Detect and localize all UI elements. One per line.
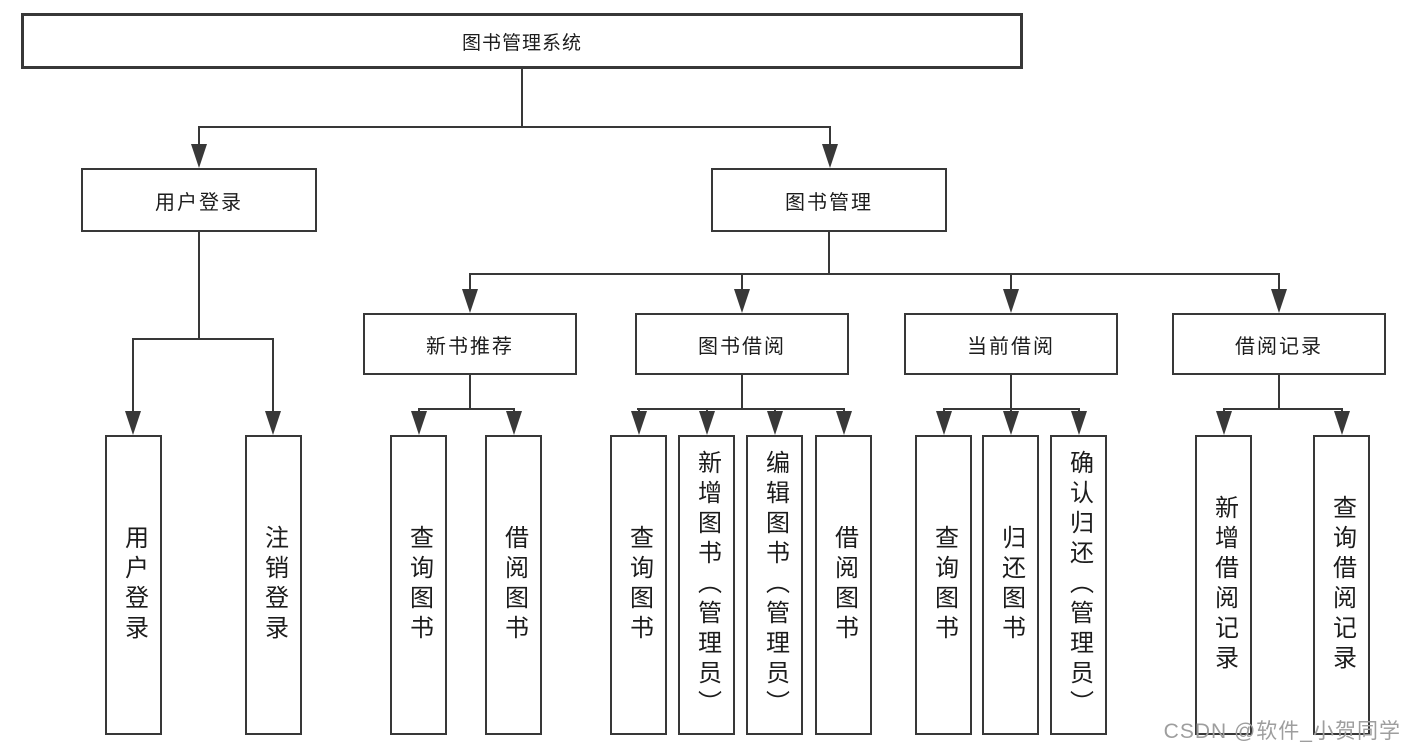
connector-line — [1223, 408, 1342, 410]
connector-line — [272, 338, 274, 415]
connector-line — [521, 69, 523, 126]
arrow-down-icon — [1216, 411, 1232, 435]
connector-line — [469, 375, 471, 408]
connector-line — [741, 273, 743, 291]
connector-line — [198, 126, 831, 128]
arrow-down-icon — [506, 411, 522, 435]
node-user-login: 用户登录 — [81, 168, 317, 232]
node-current-borrowing: 当前借阅 — [904, 313, 1118, 375]
connector-line — [132, 338, 274, 340]
leaf-records-query-record: 查询借阅记录 — [1313, 435, 1370, 735]
connector-line — [469, 273, 471, 291]
watermark-text: CSDN @软件_小贺同学 — [1163, 720, 1401, 743]
connector-line — [469, 273, 1280, 275]
arrow-down-icon — [191, 144, 207, 168]
leaf-current-confirm-return-admin: 确认归还（管理员） — [1050, 435, 1107, 735]
connector-line — [418, 408, 515, 410]
leaf-records-add-record: 新增借阅记录 — [1195, 435, 1252, 735]
node-book-management: 图书管理 — [711, 168, 947, 232]
arrow-down-icon — [936, 411, 952, 435]
arrow-down-icon — [734, 289, 750, 313]
connector-line — [1010, 375, 1012, 408]
arrow-down-icon — [462, 289, 478, 313]
arrow-down-icon — [822, 144, 838, 168]
leaf-borrowing-add-books-admin: 新增图书（管理员） — [678, 435, 735, 735]
node-library-management-system: 图书管理系统 — [21, 13, 1023, 69]
arrow-down-icon — [1271, 289, 1287, 313]
connector-line — [829, 126, 831, 148]
arrow-down-icon — [631, 411, 647, 435]
node-book-borrowing: 图书借阅 — [635, 313, 849, 375]
connector-line — [132, 338, 134, 415]
leaf-current-return-books: 归还图书 — [982, 435, 1039, 735]
leaf-recommend-borrow-books: 借阅图书 — [485, 435, 542, 735]
arrow-down-icon — [125, 411, 141, 435]
leaf-borrowing-edit-books-admin: 编辑图书（管理员） — [746, 435, 803, 735]
connector-line — [198, 232, 200, 338]
leaf-recommend-query-books: 查询图书 — [390, 435, 447, 735]
arrow-down-icon — [265, 411, 281, 435]
connector-line — [198, 126, 200, 148]
arrow-down-icon — [1003, 289, 1019, 313]
arrow-down-icon — [767, 411, 783, 435]
node-borrow-records: 借阅记录 — [1172, 313, 1386, 375]
arrow-down-icon — [411, 411, 427, 435]
leaf-current-query-books: 查询图书 — [915, 435, 972, 735]
leaf-borrowing-query-books: 查询图书 — [610, 435, 667, 735]
connector-line — [1278, 273, 1280, 291]
arrow-down-icon — [699, 411, 715, 435]
leaf-borrowing-borrow-books: 借阅图书 — [815, 435, 872, 735]
node-new-book-recommend: 新书推荐 — [363, 313, 577, 375]
connector-line — [1278, 375, 1280, 408]
arrow-down-icon — [836, 411, 852, 435]
leaf-logout: 注销登录 — [245, 435, 302, 735]
leaf-user-login: 用户登录 — [105, 435, 162, 735]
connector-line — [1010, 273, 1012, 291]
connector-line — [741, 375, 743, 408]
arrow-down-icon — [1334, 411, 1350, 435]
arrow-down-icon — [1003, 411, 1019, 435]
connector-line — [637, 408, 844, 410]
arrow-down-icon — [1071, 411, 1087, 435]
connector-line — [828, 232, 830, 273]
